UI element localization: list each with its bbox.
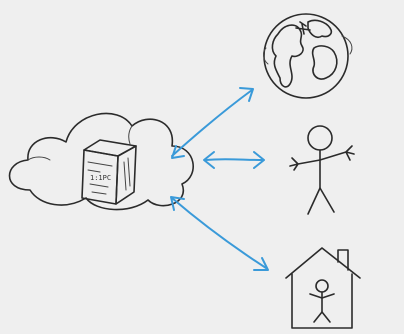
globe-icon [263,13,353,99]
server-icon: 1:1PC [81,139,137,205]
arrow-to-person [203,151,265,169]
cloud-icon [8,112,194,211]
house-with-person-icon [285,247,361,329]
stick-figure-icon [289,125,355,215]
cloud-server-node: 1:1PC [8,112,194,211]
server-label: 1:1PC [90,174,111,182]
arrow-to-home [170,196,269,271]
arrow-to-globe [171,87,254,159]
